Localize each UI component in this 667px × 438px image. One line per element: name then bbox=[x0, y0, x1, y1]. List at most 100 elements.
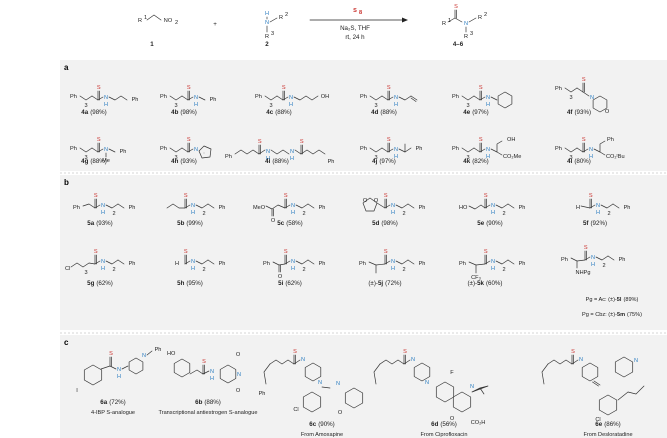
compound-yield: (98%) bbox=[381, 220, 398, 227]
compound-yield: (80%) bbox=[574, 158, 591, 165]
arrow-head bbox=[402, 17, 408, 23]
hydrogen-atom: H bbox=[394, 154, 398, 160]
cyclohexyl-ring bbox=[497, 91, 513, 109]
atom-o: O bbox=[236, 352, 241, 358]
compound-yield: (86%) bbox=[604, 421, 621, 428]
repeat-subscript: 2 bbox=[112, 267, 115, 273]
compound-label: 5d(98%) bbox=[372, 220, 398, 227]
hydrogen-atom: H bbox=[210, 376, 214, 382]
atom-ph: Ph bbox=[607, 137, 614, 143]
product-number: 4–6 bbox=[453, 41, 464, 48]
hydrogen-atom: H bbox=[491, 266, 495, 272]
hydrogen-atom: H bbox=[266, 156, 270, 162]
atom-o: O bbox=[450, 416, 455, 422]
chain bbox=[461, 147, 475, 153]
sulfur-atom: S bbox=[293, 349, 297, 355]
hydrogen-atom: H bbox=[589, 154, 593, 160]
compound-id: 6d bbox=[431, 421, 438, 428]
repeat-subscript: 3 bbox=[374, 103, 377, 109]
chloroaryl-ring bbox=[302, 391, 322, 413]
reagent2-number: 2 bbox=[265, 41, 269, 48]
bridge bbox=[617, 385, 645, 401]
chain bbox=[595, 255, 609, 261]
atom-ph: Ph bbox=[555, 146, 562, 152]
nitrogen-atom: N bbox=[391, 259, 395, 265]
product-s: S bbox=[454, 4, 458, 10]
amine-r2-sup: 2 bbox=[285, 12, 288, 18]
compound-label: 4c(88%) bbox=[266, 109, 291, 116]
bond bbox=[473, 95, 481, 101]
repeat-subscript: 2 bbox=[202, 211, 205, 217]
cn-bond bbox=[582, 148, 589, 153]
atom-o: O bbox=[363, 198, 368, 204]
compound-label: 6a(72%) bbox=[100, 399, 125, 406]
atom-f: F bbox=[450, 370, 454, 376]
sulfur-atom: S bbox=[387, 137, 391, 143]
nitrogen-atom: N bbox=[394, 95, 398, 101]
compound-label: 4h(93%) bbox=[171, 158, 197, 165]
atom-ph: Ph bbox=[155, 347, 162, 353]
chain bbox=[265, 204, 286, 210]
compound-label: 5i(62%) bbox=[278, 280, 302, 287]
chain bbox=[195, 203, 209, 209]
atom-o: O bbox=[236, 388, 241, 394]
chain bbox=[398, 95, 412, 101]
sulfur-atom: S bbox=[94, 193, 98, 199]
hydrogen-atom: H bbox=[101, 266, 105, 272]
compound-yield: (93%) bbox=[180, 158, 197, 165]
bond bbox=[580, 205, 591, 209]
sulfur-atom: S bbox=[97, 137, 101, 143]
arrow-reagent-sub: 8 bbox=[359, 10, 362, 16]
atom-ph: Ph bbox=[73, 205, 80, 211]
compound-id: 5l bbox=[617, 297, 622, 303]
compound-label: 4d(88%) bbox=[371, 109, 397, 116]
atom-ph: Ph bbox=[360, 146, 367, 152]
atom-ph: Ph bbox=[259, 391, 266, 397]
sulfur-atom: S bbox=[97, 85, 101, 91]
atom-ph: Ph bbox=[255, 94, 262, 100]
sulfur-atom: S bbox=[94, 249, 98, 255]
atom-ph: Ph bbox=[160, 94, 167, 100]
compound-yield: (62%) bbox=[96, 280, 113, 287]
chain bbox=[207, 259, 215, 265]
atom-i: I bbox=[76, 388, 78, 394]
compound-note: From Amoxapine bbox=[301, 432, 343, 438]
pg-text: Pg = Cbz: (±)- bbox=[582, 312, 617, 318]
chain bbox=[541, 363, 549, 385]
compound-label: 5a(93%) bbox=[87, 220, 112, 227]
compound-label: 4a(98%) bbox=[81, 109, 106, 116]
hydrogen-atom: H bbox=[104, 102, 108, 108]
nitrogen-atom: N bbox=[266, 149, 270, 155]
panel-a-box bbox=[60, 60, 667, 171]
nitrogen-atom: N bbox=[194, 147, 198, 153]
chain bbox=[117, 259, 125, 265]
compound-yield: (93%) bbox=[575, 109, 592, 116]
bond bbox=[91, 95, 99, 101]
chain bbox=[270, 149, 290, 155]
compound-note: From Ciprofloxacin bbox=[421, 432, 468, 438]
cn-bond bbox=[384, 204, 391, 209]
chain bbox=[607, 255, 615, 261]
compound-yield: (93%) bbox=[96, 220, 113, 227]
atom-oh: OH bbox=[507, 137, 515, 143]
compound-yield: (56%) bbox=[440, 421, 457, 428]
compound-label: 4k(82%) bbox=[463, 158, 488, 165]
chain bbox=[169, 147, 183, 153]
piperidine-ring bbox=[581, 362, 599, 382]
hydrogen-atom: H bbox=[391, 266, 395, 272]
nitrogen-atom: N bbox=[101, 259, 105, 265]
chain bbox=[547, 359, 573, 365]
compound-yield: (58%) bbox=[286, 220, 303, 227]
compound-yield: (62%) bbox=[285, 280, 302, 287]
chain bbox=[468, 204, 486, 210]
nitrogen-atom: N bbox=[290, 149, 294, 155]
repeat-subscript: 3 bbox=[84, 103, 87, 109]
sulfur-atom: S bbox=[479, 85, 483, 91]
panel-c-box bbox=[60, 335, 667, 438]
reagent1-number: 1 bbox=[150, 41, 154, 48]
chain bbox=[307, 203, 315, 209]
hydrogen-atom: H bbox=[486, 102, 490, 108]
compound-yield: (88%) bbox=[380, 109, 397, 116]
atom-ph: Ph bbox=[419, 205, 426, 211]
product-r2-sup: 2 bbox=[484, 12, 487, 18]
